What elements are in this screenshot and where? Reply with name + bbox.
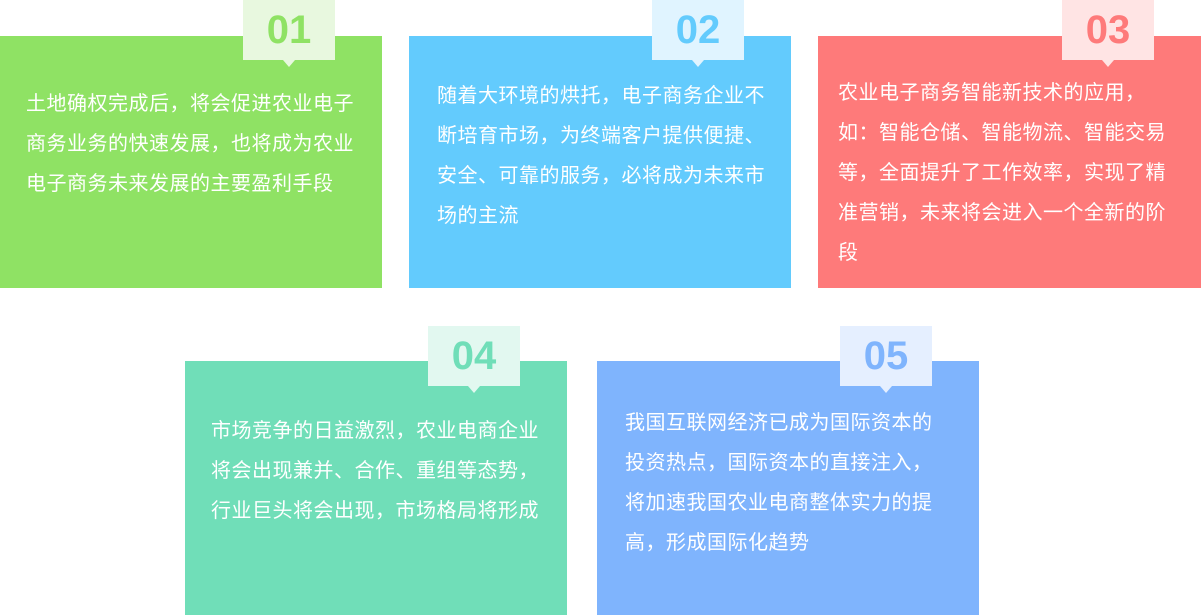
card-body [818, 36, 1201, 288]
card-number: 03 [1062, 0, 1154, 67]
card-text: 农业电子商务智能新技术的应用，如：智能仓储、智能物流、智能交易等，全面提升了工作… [838, 80, 1166, 264]
card-05: 05 我国互联网经济已成为国际资本的投资热点，国际资本的直接注入，将加速我国农业… [597, 326, 979, 615]
card-04: 04 市场竞争的日益激烈，农业电商企业将会出现兼并、合作、重组等态势，行业巨头将… [185, 326, 567, 615]
card-02: 02 随着大环境的烘托，电子商务企业不断培育市场，为终端客户提供便捷、安全、可靠… [409, 0, 791, 288]
card-number: 02 [652, 0, 744, 67]
card-01: 01 土地确权完成后，将会促进农业电子商务业务的快速发展，也将成为农业电子商务未… [0, 0, 382, 288]
card-number: 05 [840, 326, 932, 393]
card-body [597, 361, 979, 615]
card-text: 土地确权完成后，将会促进农业电子商务业务的快速发展，也将成为农业电子商务未来发展… [26, 91, 354, 195]
card-text: 我国互联网经济已成为国际资本的投资热点，国际资本的直接注入，将加速我国农业电商整… [625, 410, 933, 554]
card-text: 随着大环境的烘托，电子商务企业不断培育市场，为终端客户提供便捷、安全、可靠的服务… [437, 83, 765, 227]
card-number: 04 [428, 326, 520, 393]
card-body [185, 361, 567, 615]
card-text: 市场竞争的日益激烈，农业电商企业将会出现兼并、合作、重组等态势，行业巨头将会出现… [211, 418, 539, 522]
card-number: 01 [243, 0, 335, 67]
card-body [409, 36, 791, 288]
card-03: 03 农业电子商务智能新技术的应用，如：智能仓储、智能物流、智能交易等，全面提升… [818, 0, 1201, 288]
card-body [0, 36, 382, 288]
